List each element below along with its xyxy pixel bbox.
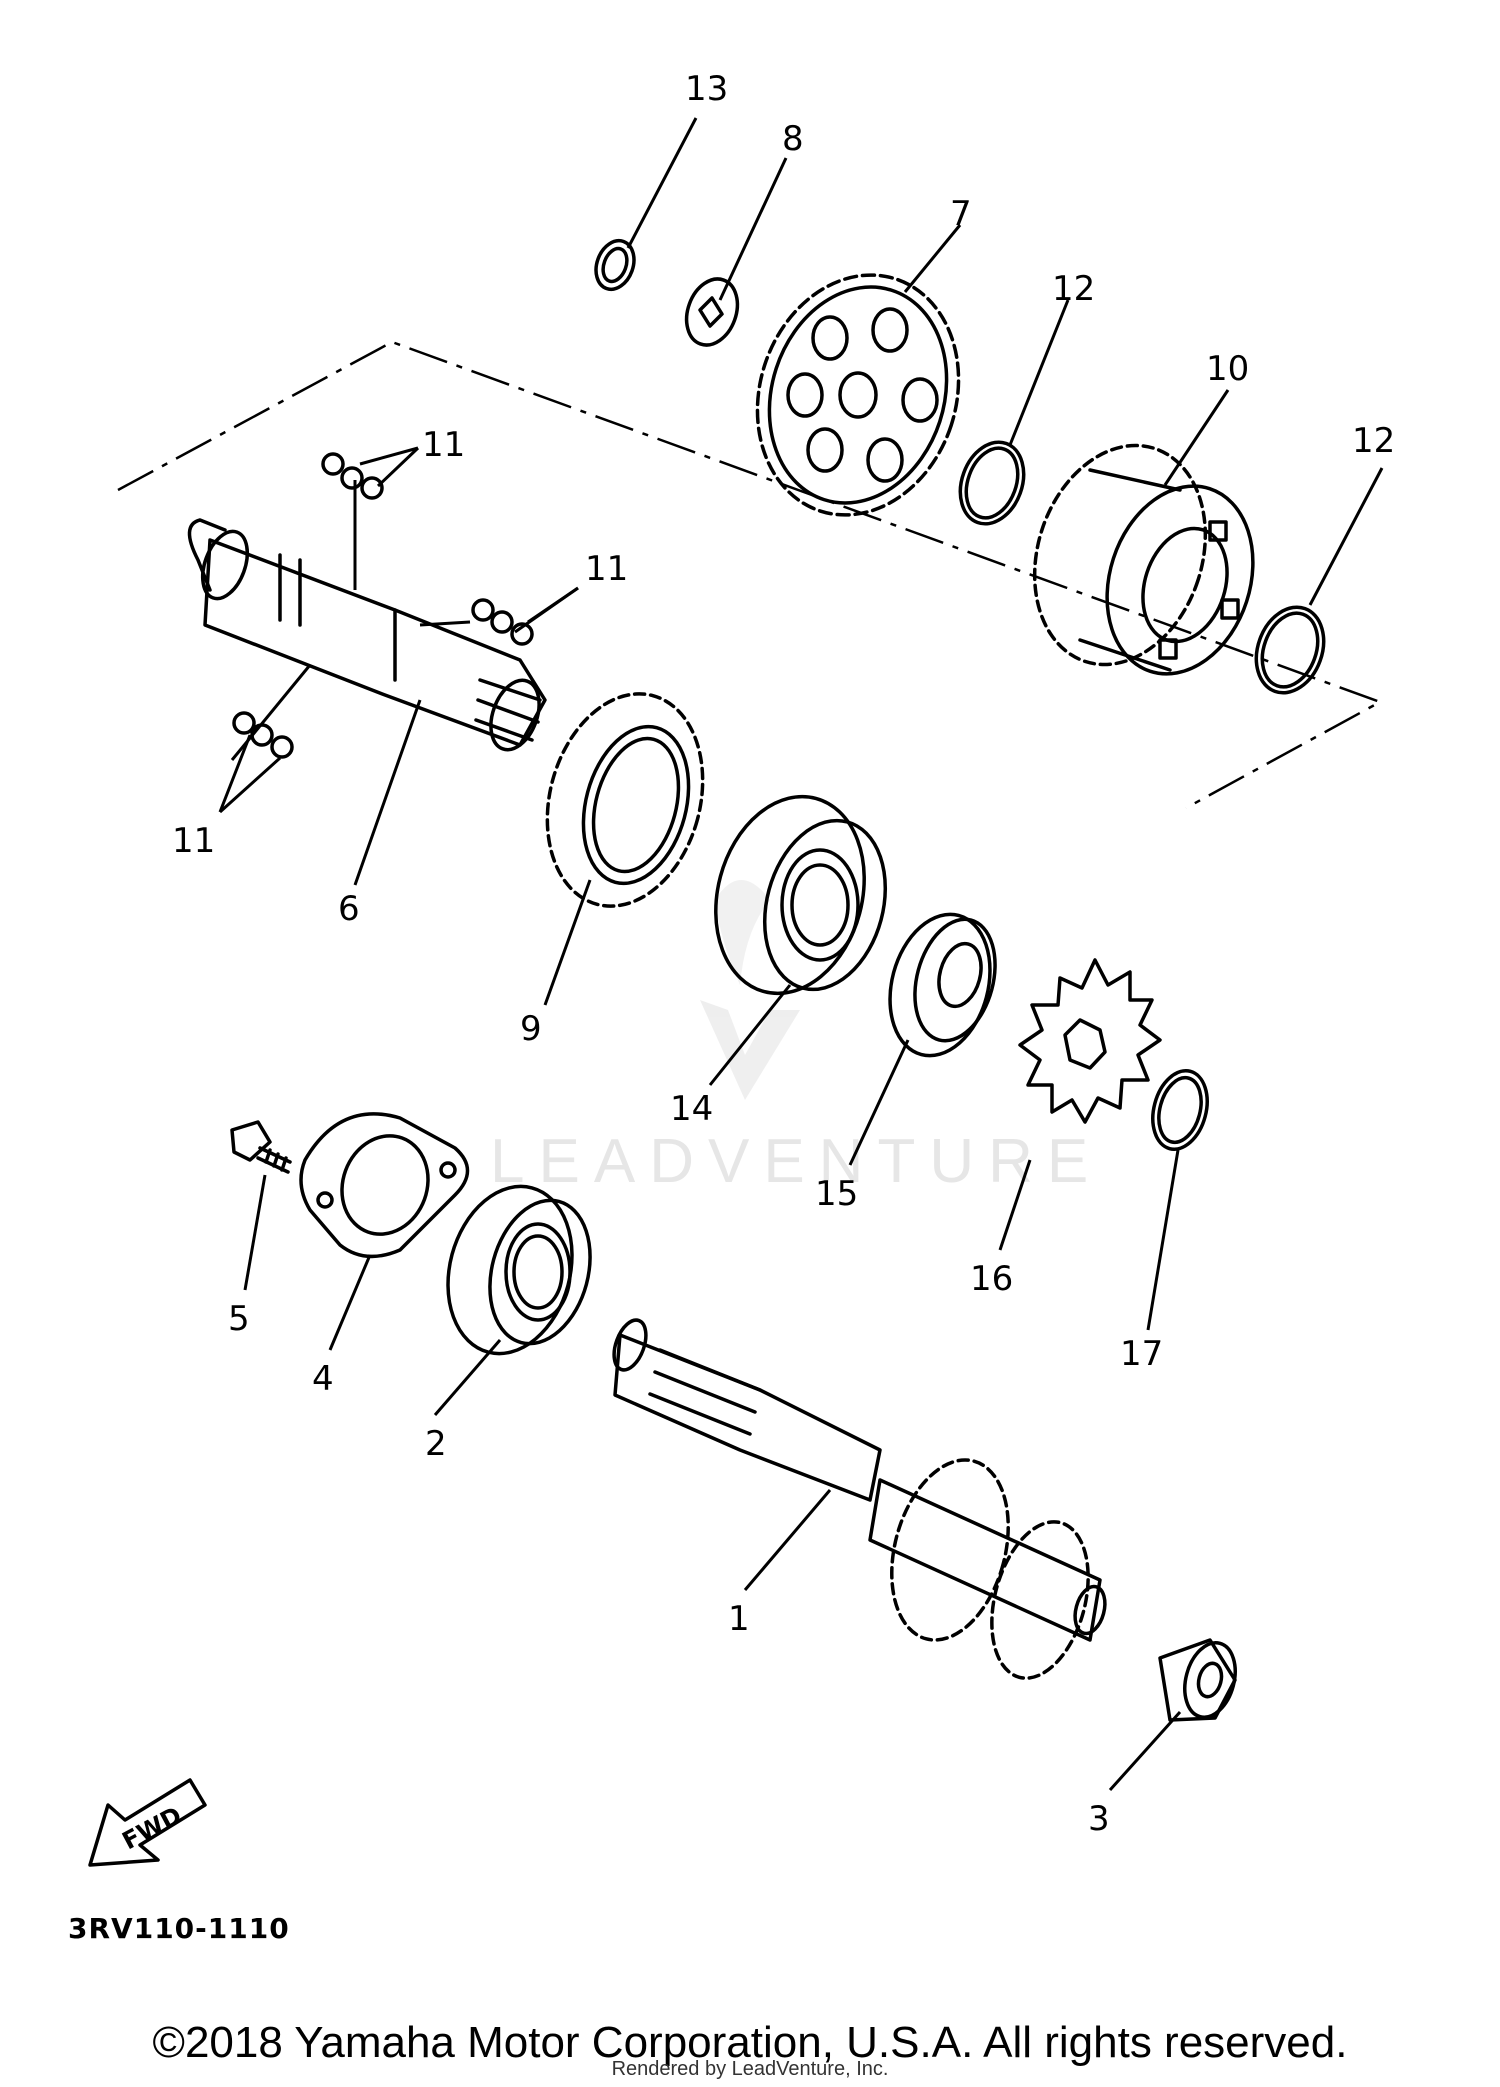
subassembly-outline — [117, 340, 1384, 810]
callout-12-upper: 12 — [1052, 269, 1095, 309]
part-15-oil-seal — [888, 912, 997, 1058]
callout-13: 13 — [685, 69, 728, 109]
part-12-circlip-lower — [1254, 605, 1326, 695]
part-11-balls-right — [471, 598, 534, 646]
part-16-sprocket — [1018, 958, 1162, 1124]
part-6-shaft — [187, 518, 547, 752]
part-12-circlip-upper — [958, 440, 1026, 526]
rendered-by-notice: Rendered by LeadVenture, Inc. — [611, 2058, 889, 2080]
leadventure-logo-icon — [700, 880, 800, 1100]
part-11-balls-upper — [321, 452, 384, 500]
leader-lines — [218, 117, 1384, 1792]
callout-1: 1 — [728, 1599, 750, 1639]
part-4-plate — [299, 1112, 470, 1259]
callout-12-lower: 12 — [1352, 421, 1395, 461]
part-13-circlip — [594, 238, 636, 292]
callout-8: 8 — [782, 119, 804, 159]
callout-7: 7 — [950, 194, 972, 234]
copyright-notice: ©2018 Yamaha Motor Corporation, U.S.A. A… — [152, 2018, 1348, 2067]
part-5-bolt — [230, 1120, 292, 1174]
part-10-sliding-gear — [1032, 443, 1255, 676]
callout-11-upper: 11 — [422, 425, 465, 465]
watermark-text: LEADVENTURE — [490, 1127, 1102, 1196]
callout-10: 10 — [1206, 349, 1249, 389]
part-17-circlip — [1151, 1069, 1209, 1151]
part-1-main-axle — [612, 1318, 1107, 1680]
part-3-collar — [1158, 1638, 1237, 1722]
fwd-arrow-icon: FWD — [88, 1778, 207, 1867]
callout-4: 4 — [312, 1359, 334, 1399]
watermark: LEADVENTURE — [490, 880, 1102, 1196]
diagram-code: 3RV110-1110 — [68, 1912, 290, 1945]
callout-6: 6 — [338, 889, 360, 929]
part-7-gear — [755, 273, 961, 517]
callouts: 13 8 7 12 10 12 11 11 11 6 9 14 15 16 17… — [172, 69, 1395, 1839]
callout-3: 3 — [1088, 1799, 1110, 1839]
callout-11-right: 11 — [585, 549, 628, 589]
callout-15: 15 — [815, 1174, 858, 1214]
part-2-bearing — [446, 1184, 592, 1356]
callout-16: 16 — [970, 1259, 1013, 1299]
part-9-gear — [545, 692, 705, 908]
part-14-bearing — [714, 794, 888, 996]
fwd-label: FWD — [118, 1801, 187, 1855]
part-8-lock-washer — [684, 277, 740, 347]
callout-5: 5 — [228, 1299, 250, 1339]
callout-11-lower: 11 — [172, 821, 215, 861]
callout-14: 14 — [670, 1089, 713, 1129]
callout-17: 17 — [1120, 1334, 1163, 1374]
callout-2: 2 — [425, 1424, 447, 1464]
callout-9: 9 — [520, 1009, 542, 1049]
